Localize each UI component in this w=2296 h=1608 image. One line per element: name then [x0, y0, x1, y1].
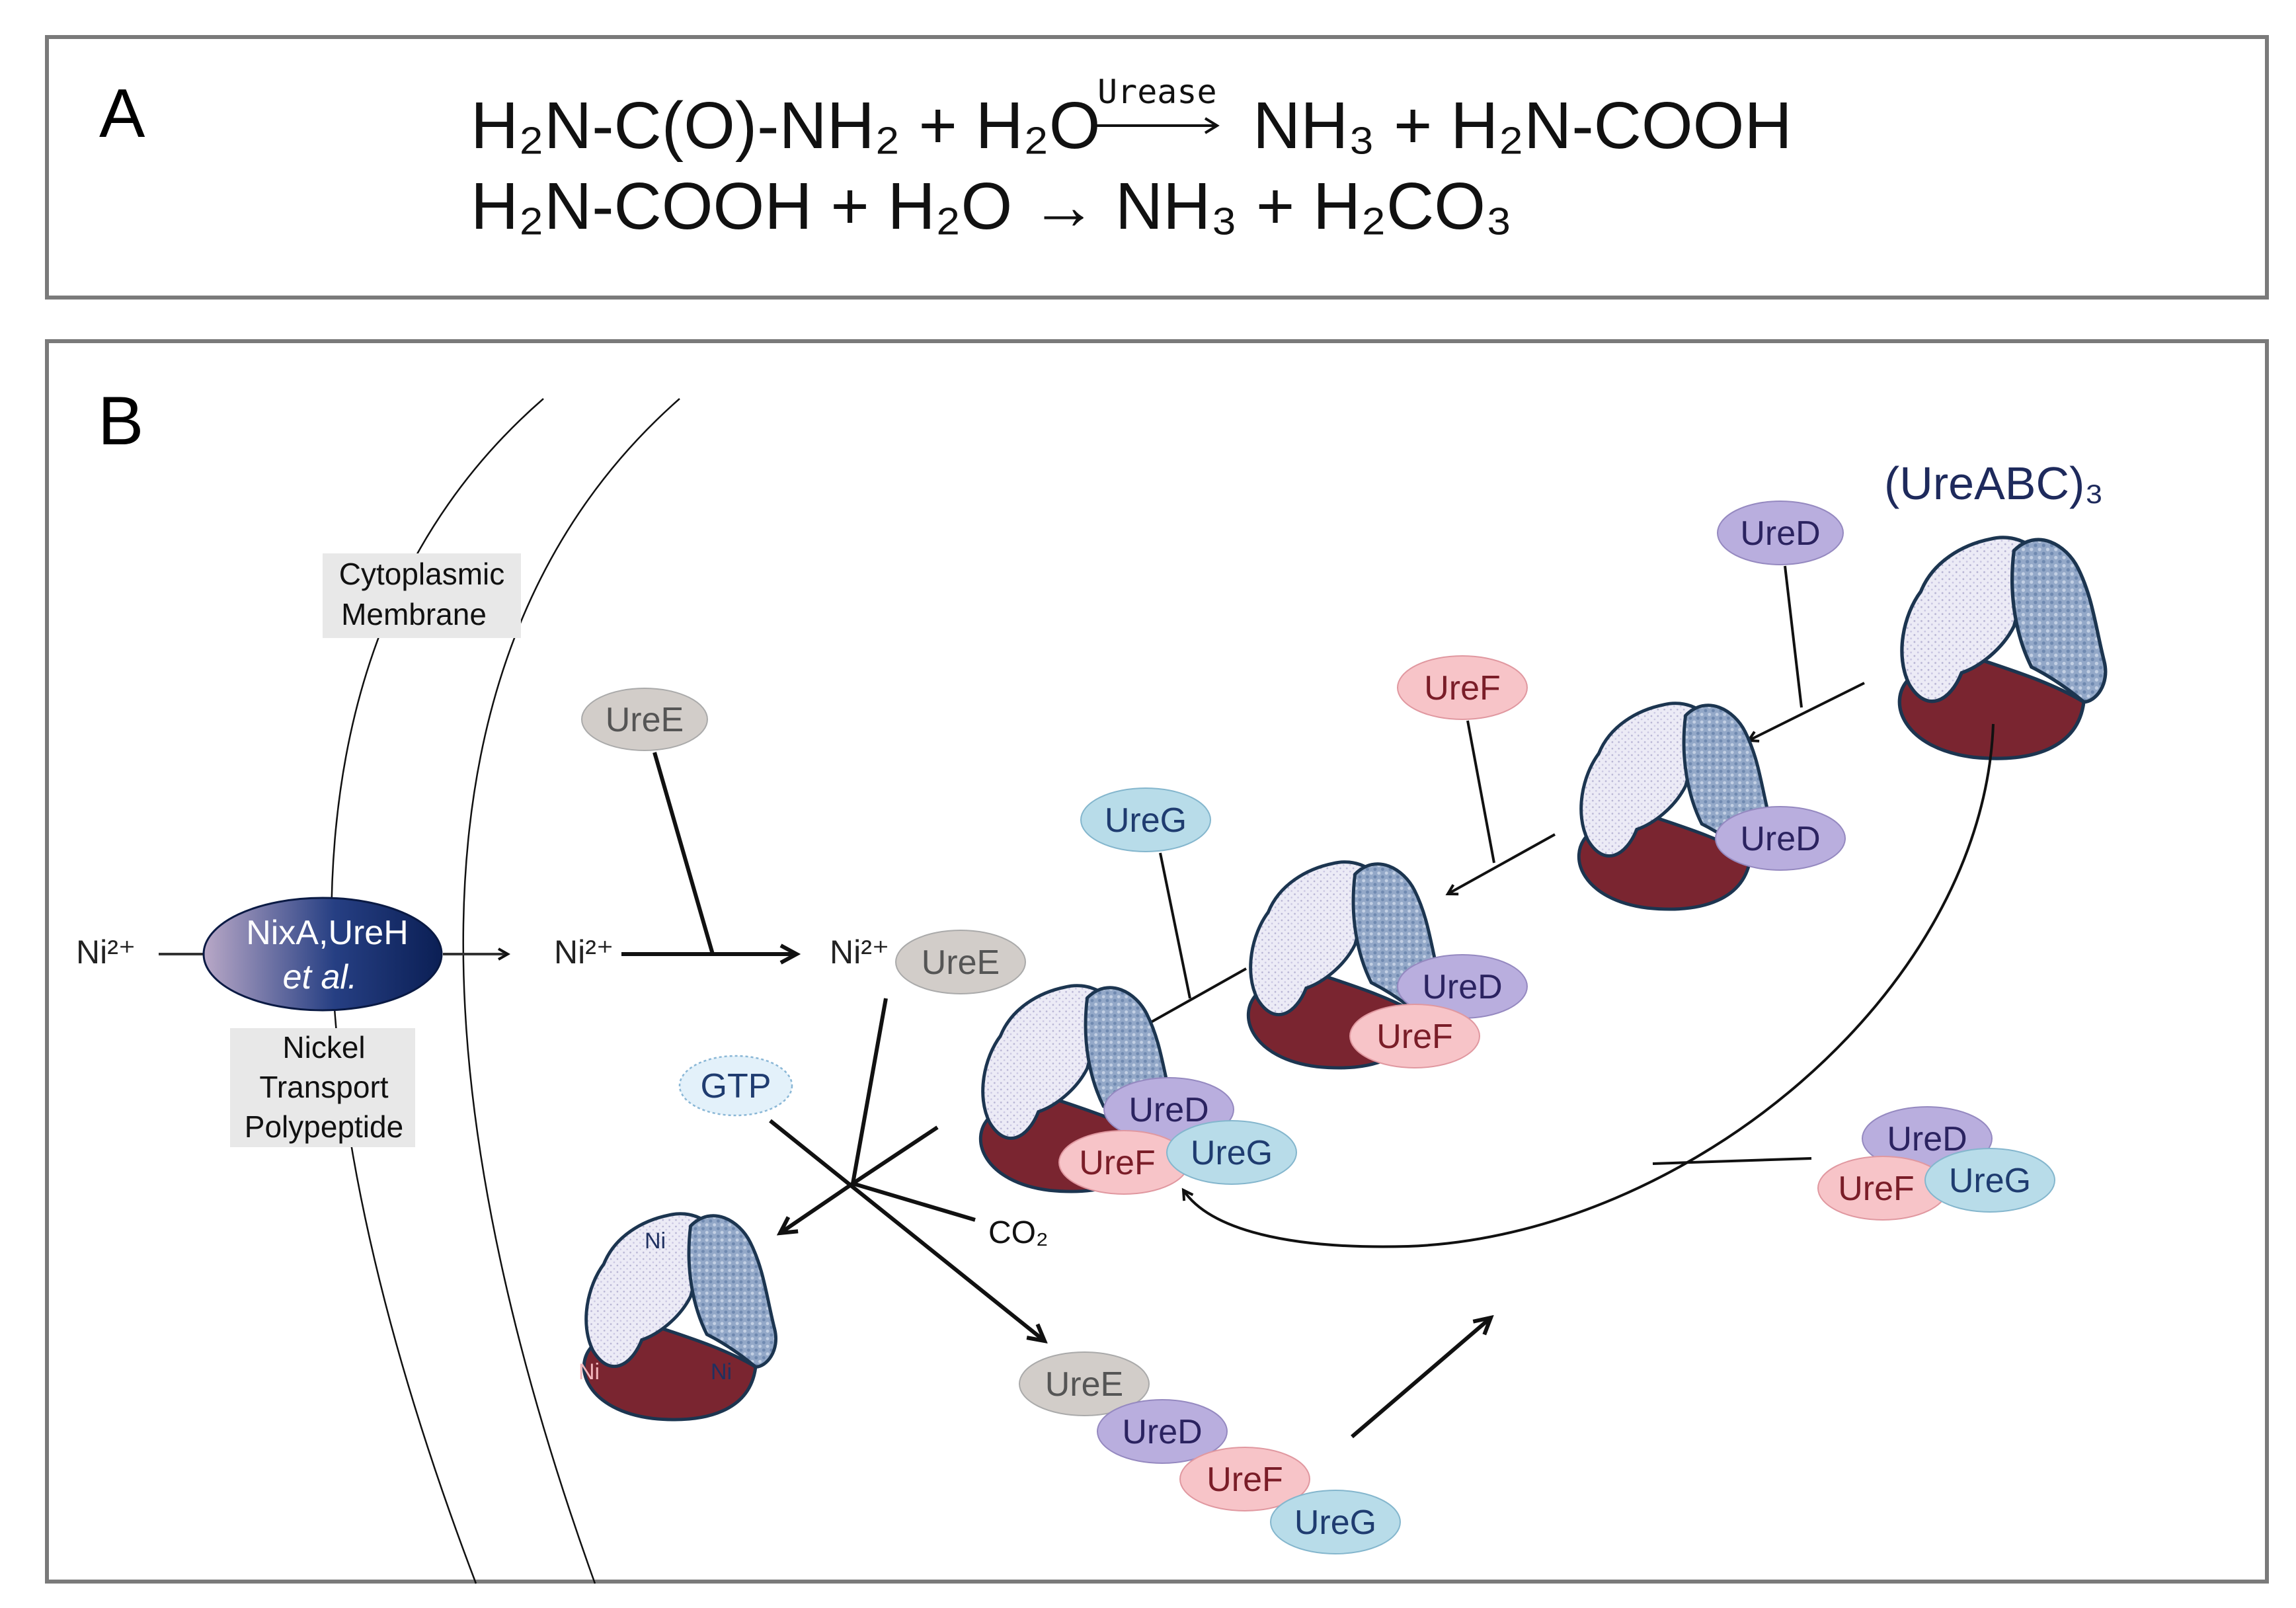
equation-2: H₂N-COOH + H₂O → NH₃ + H₂CO₃: [471, 169, 1513, 243]
active-urease: [584, 1214, 775, 1420]
released-ureF-label: UreF: [1207, 1461, 1283, 1499]
ureG-top: UreG: [1080, 787, 1211, 852]
recycled-ureD-label: UreD: [1887, 1120, 1967, 1158]
transport-label-line2: Transport: [259, 1070, 388, 1104]
membrane-label-line2: Membrane: [341, 597, 487, 631]
released-ureE-label: UreE: [1045, 1365, 1123, 1404]
ureD-stage-1: UreD: [1715, 806, 1846, 871]
ureE-bound: UreE: [895, 930, 1026, 994]
transport-label-line3: Polypeptide: [245, 1109, 403, 1144]
ni-ion-outside: Ni²⁺: [76, 934, 136, 971]
ureD-stage-1-label: UreD: [1740, 820, 1820, 858]
ureE-top-label: UreE: [606, 701, 684, 739]
recycled-ureG: UreG: [1924, 1148, 2055, 1213]
gtp-label: GTP: [701, 1067, 772, 1106]
ureD-stage-2: UreD: [1397, 954, 1528, 1019]
panel-a-label: A: [99, 75, 145, 152]
inner-membrane-line: [462, 398, 680, 1584]
released-ureD-label: UreD: [1122, 1413, 1202, 1451]
equation-1-reactants: H₂N-C(O)-NH₂ + H₂O: [471, 89, 1101, 163]
ni-site-left: Ni: [578, 1359, 600, 1385]
ni-site-top: Ni: [645, 1228, 666, 1254]
ureD-stage-2-label: UreD: [1422, 968, 1502, 1006]
ureF-stage-3-label: UreF: [1079, 1144, 1156, 1182]
ureG-stage-3: UreG: [1166, 1120, 1297, 1185]
recycled-ureG-label: UreG: [1949, 1162, 2031, 1200]
reaction-arrow-1-icon: [1094, 117, 1220, 134]
released-ureF: UreF: [1179, 1447, 1310, 1511]
panel-a: [45, 35, 2269, 300]
recycled-ureF: UreF: [1817, 1156, 1948, 1221]
membrane-label-line1: Cytoplasmic: [339, 557, 505, 591]
ureF-top: UreF: [1397, 655, 1528, 720]
outer-membrane-line: [331, 398, 544, 1584]
ureF-stage-2-label: UreF: [1376, 1018, 1453, 1056]
equation-1-products: NH₃ + H₂N-COOH: [1253, 89, 1792, 163]
released-ureG: UreG: [1270, 1490, 1401, 1554]
ureD-top: UreD: [1717, 501, 1844, 565]
gtp-molecule: GTP: [678, 1055, 793, 1117]
transporter-label: NixA,UreH: [246, 914, 409, 952]
ureD-top-label: UreD: [1740, 514, 1820, 553]
ni-ion-bound: Ni²⁺: [830, 934, 889, 971]
ureD-stage-3-label: UreD: [1128, 1091, 1208, 1129]
recycle-curve: [1183, 723, 1995, 1248]
released-ureE: UreE: [1019, 1351, 1150, 1416]
enzyme-label: Urease: [1097, 73, 1217, 111]
ni-site-right: Ni: [711, 1359, 732, 1385]
ureF-stage-3: UreF: [1058, 1130, 1189, 1195]
ureE-bound-label: UreE: [922, 944, 1000, 982]
ureF-top-label: UreF: [1424, 669, 1501, 707]
released-ureG-label: UreG: [1294, 1504, 1376, 1542]
complex-label: (UreABC)₃: [1884, 458, 2104, 509]
membranes: [331, 398, 680, 1584]
reaction-arrow-1: [1094, 116, 1226, 136]
ureG-stage-3-label: UreG: [1191, 1134, 1273, 1172]
ureE-top: UreE: [581, 688, 708, 751]
released-ureD: UreD: [1097, 1399, 1228, 1464]
transporter-etal: et al.: [283, 958, 358, 996]
panel-b-label: B: [98, 383, 144, 460]
recycled-ureF-label: UreF: [1838, 1170, 1915, 1208]
ureG-top-label: UreG: [1105, 801, 1187, 840]
transporter: NixA,UreH et al.: [202, 897, 443, 1012]
co2-label: CO₂: [988, 1215, 1049, 1250]
ni-ion-inside: Ni²⁺: [554, 934, 614, 971]
transport-label-line1: Nickel: [282, 1030, 365, 1065]
ureF-stage-2: UreF: [1349, 1004, 1480, 1068]
complex-stage-1: [1579, 704, 1770, 909]
ureABC-complex: [1899, 538, 2106, 758]
